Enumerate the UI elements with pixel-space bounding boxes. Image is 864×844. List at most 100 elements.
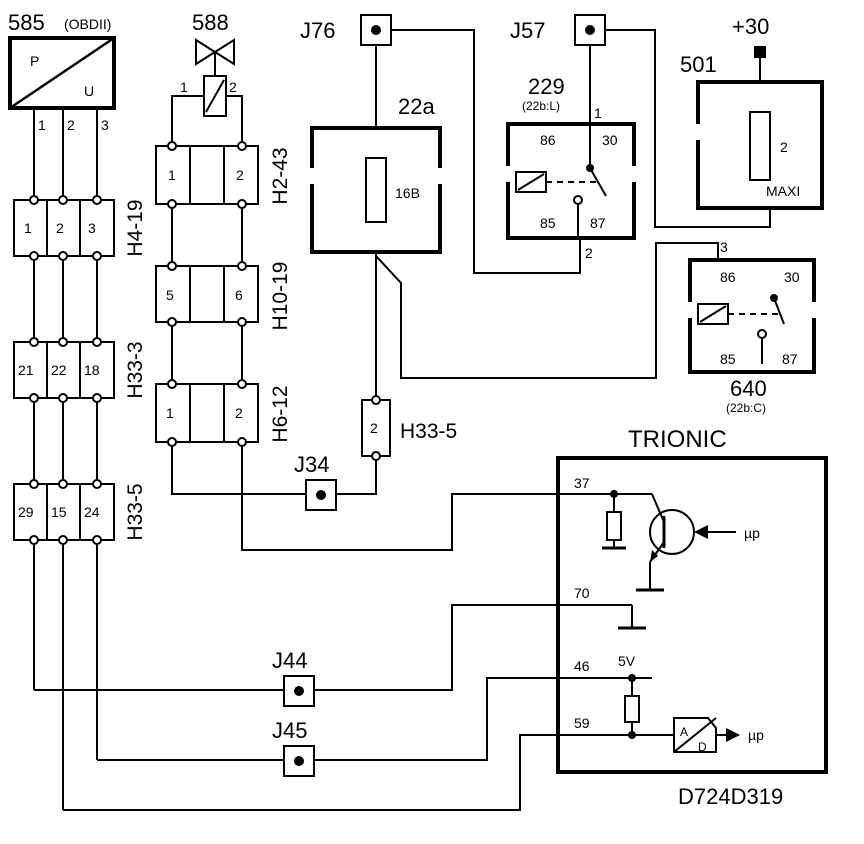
pin-dot xyxy=(371,395,381,405)
pin-dot xyxy=(167,141,177,151)
junction-j76-label: J76 xyxy=(300,18,335,43)
relay-229-pin: 87 xyxy=(590,215,606,231)
pin-dot xyxy=(237,379,247,389)
h4-19-pin: 3 xyxy=(88,220,96,236)
pin-dot xyxy=(58,393,68,403)
h4-19-pin: 2 xyxy=(56,220,64,236)
fuse-22a-value: 16B xyxy=(395,185,420,201)
h33-3-pin: 22 xyxy=(51,362,67,378)
sensor-585-pin: 2 xyxy=(67,117,75,133)
h33-5-left-pin: 24 xyxy=(84,504,100,520)
h6-12-pin: 2 xyxy=(235,405,243,421)
trionic-ecu: TRIONIC µp 37 70 5V 46 xyxy=(556,426,828,774)
pin-dot xyxy=(167,261,177,271)
pin-dot xyxy=(237,199,247,209)
sensor-585-pin: 3 xyxy=(101,117,109,133)
sensor-585: 585 (OBDII) P U 1 2 3 xyxy=(8,10,116,133)
h4-19-label: H4-19 xyxy=(124,199,147,256)
pin-dot xyxy=(58,337,68,347)
pin-dot xyxy=(29,195,39,205)
junction-j34-label: J34 xyxy=(294,452,329,477)
connector-pin-dots xyxy=(29,141,381,545)
junction-j44-label: J44 xyxy=(272,648,307,673)
trionic-vref: 5V xyxy=(618,653,636,669)
drawing-id: D724D319 xyxy=(678,784,783,809)
h2-43-pin: 2 xyxy=(236,167,244,183)
h6-12-pin: 1 xyxy=(166,405,174,421)
connector-h33-3: 21 22 18 H33-3 xyxy=(13,341,147,399)
relay-229: 229 (22b:L) 1 2 86 30 85 87 xyxy=(500,74,642,261)
junction-j44: J44 xyxy=(272,648,315,707)
pin-dot xyxy=(58,535,68,545)
junction-j45: J45 xyxy=(272,718,315,777)
pin-dot xyxy=(167,379,177,389)
junction-j57-label: J57 xyxy=(510,18,545,43)
pin-dot xyxy=(92,535,102,545)
relay-640-pin: 86 xyxy=(720,269,736,285)
connector-h4-19: 1 2 3 H4-19 xyxy=(13,199,147,257)
connector-h33-5-right: 2 H33-5 xyxy=(361,399,457,457)
pin-dot xyxy=(92,479,102,489)
relay-229-ext-pin: 1 xyxy=(594,105,602,121)
h33-5-right-pin: 2 xyxy=(370,420,378,436)
pin-dot xyxy=(371,451,381,461)
pin-dot xyxy=(29,479,39,489)
valve-588-pin: 1 xyxy=(180,79,188,95)
pin-dot xyxy=(58,251,68,261)
relay-640-ext-pin: 3 xyxy=(720,239,728,255)
relay-640-pin: 85 xyxy=(720,351,736,367)
sensor-585-sub: (OBDII) xyxy=(64,16,111,32)
trionic-mp-output: µp xyxy=(748,727,764,743)
valve-588-pin: 2 xyxy=(229,79,237,95)
pin-dot xyxy=(237,261,247,271)
relay-640-sub: (22b:C) xyxy=(726,401,766,415)
pin-dot xyxy=(29,337,39,347)
junction-j34: J34 xyxy=(294,452,337,511)
relay-229-pin: 86 xyxy=(540,132,556,148)
fuse-501-type: MAXI xyxy=(766,183,800,199)
relay-640: 3 86 30 85 87 640 (22b:C) xyxy=(682,239,822,415)
h10-19-pin: 6 xyxy=(235,287,243,303)
sensor-585-p: P xyxy=(30,53,39,69)
junction-j57: J57 xyxy=(510,14,606,46)
h10-19-label: H10-19 xyxy=(269,262,292,331)
pin-dot xyxy=(29,535,39,545)
h33-5-left-pin: 29 xyxy=(18,504,34,520)
trionic-pin: 70 xyxy=(574,585,590,601)
trionic-pin: 46 xyxy=(574,658,590,674)
connector-h2-43: 1 2 H2-43 xyxy=(155,145,292,205)
trionic-adc-d: D xyxy=(698,740,707,754)
pin-dot xyxy=(58,195,68,205)
trionic-adc-a: A xyxy=(680,725,688,739)
trionic-label: TRIONIC xyxy=(628,426,727,453)
pin-dot xyxy=(237,141,247,151)
h10-19-pin: 5 xyxy=(166,287,174,303)
pin-dot xyxy=(237,317,247,327)
fuse-box-22a: 22a 16B xyxy=(304,94,448,254)
h4-19-pin: 1 xyxy=(24,220,32,236)
valve-588-label: 588 xyxy=(192,10,229,35)
relay-229-pin: 30 xyxy=(602,132,618,148)
trionic-mp-input: µp xyxy=(744,525,760,541)
valve-588: 588 1 2 xyxy=(180,10,237,117)
relay-229-ext-pin: 2 xyxy=(585,245,593,261)
h33-3-pin: 21 xyxy=(18,362,34,378)
sensor-585-label: 585 xyxy=(8,10,45,35)
relay-229-sub: (22b:L) xyxy=(522,99,560,113)
pin-dot xyxy=(92,393,102,403)
pin-dot xyxy=(237,437,247,447)
connector-h6-12: 1 2 H6-12 xyxy=(155,383,292,443)
connector-h33-5-left: 29 15 24 H33-5 xyxy=(13,483,147,541)
pin-dot xyxy=(58,479,68,489)
relay-640-pin: 87 xyxy=(782,351,798,367)
fuse-501-label: 501 xyxy=(680,52,717,77)
h33-5-left-label: H33-5 xyxy=(124,483,147,540)
relay-640-label: 640 xyxy=(730,376,767,401)
trionic-pin: 59 xyxy=(574,715,590,731)
h2-43-label: H2-43 xyxy=(269,147,292,204)
pin-dot xyxy=(167,317,177,327)
pin-dot xyxy=(92,251,102,261)
h6-12-label: H6-12 xyxy=(269,385,292,442)
pin-dot xyxy=(29,251,39,261)
